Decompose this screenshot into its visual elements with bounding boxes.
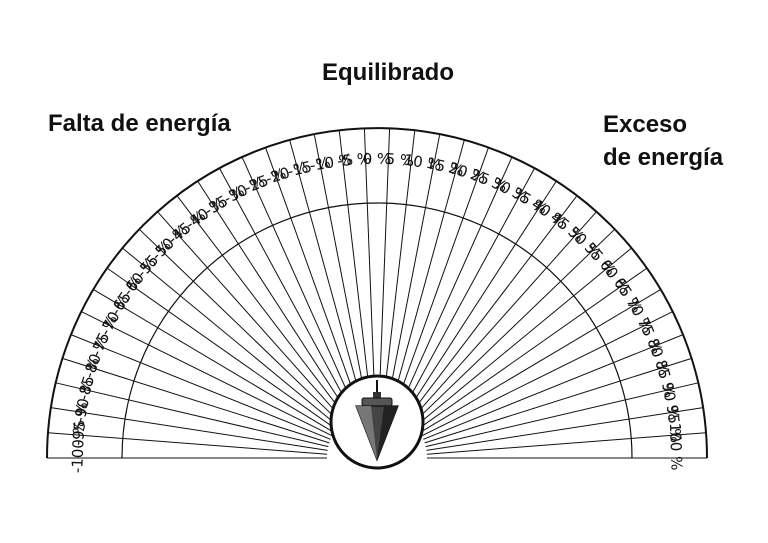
scale-ray	[55, 382, 329, 448]
scale-ray	[423, 334, 684, 440]
scale-ray	[421, 311, 673, 437]
scale-label: -100 %	[68, 420, 88, 474]
scale-ray	[47, 432, 328, 455]
scale-ray	[389, 139, 465, 410]
scale-label: 95 %	[663, 404, 685, 444]
scale-ray	[426, 407, 704, 451]
scale-label: -95 %	[69, 401, 92, 446]
scale-ray	[122, 247, 339, 427]
scale-label: 100 %	[666, 422, 686, 470]
scale-ray	[265, 147, 361, 412]
scale-rays	[47, 128, 707, 459]
scale-ray	[313, 133, 368, 409]
scale-label: 10 %	[402, 151, 442, 175]
scale-ray	[415, 247, 632, 427]
scale-ray	[382, 130, 416, 409]
scale-ray	[403, 180, 557, 417]
scale-ray	[241, 156, 357, 413]
scale-ray	[400, 167, 536, 415]
right-title-line1: Exceso	[603, 111, 687, 138]
scale-ray	[397, 156, 513, 413]
scale-ray	[93, 288, 335, 433]
scale-ray	[417, 267, 648, 430]
scale-ray	[157, 211, 345, 422]
scale-ray	[419, 288, 661, 433]
scale-ray	[50, 407, 328, 451]
scale-ray	[289, 139, 365, 410]
scale-ray	[425, 382, 699, 448]
scale-ray	[197, 180, 351, 417]
scale-ray	[412, 228, 616, 424]
scale-ray	[426, 432, 707, 455]
pendulum-hub	[329, 374, 425, 470]
scale-ray	[106, 267, 337, 430]
scale-ray	[424, 357, 692, 444]
scale-ray	[386, 133, 441, 409]
scale-ray	[393, 147, 489, 412]
scale-ray	[363, 128, 376, 409]
scale-ray	[338, 130, 372, 409]
scale-ray	[409, 211, 597, 422]
scale-ray	[62, 357, 330, 444]
scale-ray	[378, 128, 391, 409]
right-title-line2: de energía	[603, 144, 724, 171]
scale-ray	[406, 195, 578, 419]
pendulum-icon	[355, 380, 399, 462]
scale-label: 5 %	[385, 150, 415, 170]
outer-arc	[46, 127, 708, 459]
scale-label: -5 %	[337, 150, 372, 171]
scale-label: 0 %	[363, 150, 392, 168]
scale-ray	[218, 167, 354, 415]
scale-ray	[176, 195, 348, 419]
scale-ray	[81, 311, 333, 437]
inner-arc	[121, 202, 633, 459]
scale-ray	[138, 228, 342, 424]
left-title: Falta de energía	[48, 110, 231, 137]
scale-ray	[70, 334, 331, 440]
center-title: Equilibrado	[322, 59, 454, 86]
